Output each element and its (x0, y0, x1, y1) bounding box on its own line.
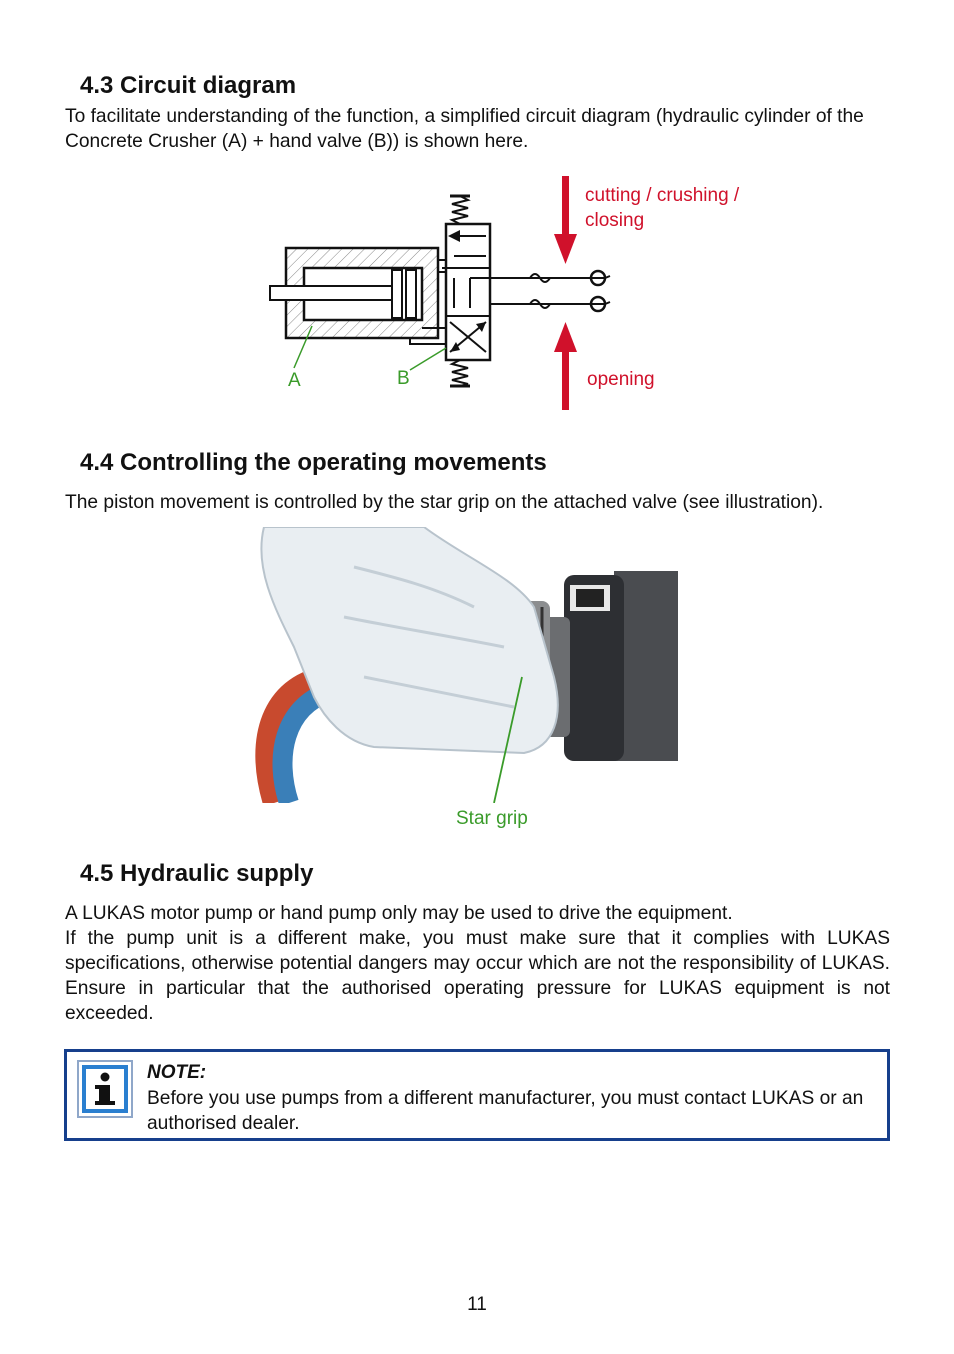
label-b: B (397, 368, 410, 389)
note-title: NOTE: (147, 1062, 207, 1083)
info-icon (77, 1060, 133, 1118)
page-number: 11 (467, 1294, 487, 1315)
leader-line-a (293, 325, 313, 369)
closing-arrow (554, 176, 577, 264)
label-closing: cutting / crushing / closing (585, 185, 740, 231)
leader-line-b (409, 347, 447, 371)
hand-valve (444, 194, 492, 388)
hydraulic-supply-para-1: A LUKAS motor pump or hand pump only may… (65, 903, 733, 924)
note-box: NOTE: Before you use pumps from a differ… (64, 1049, 890, 1141)
label-opening: opening (587, 369, 655, 390)
heading-circuit-diagram: 4.3 Circuit diagram (80, 72, 297, 99)
circuit-diagram (269, 176, 611, 410)
note-text: Before you use pumps from a different ma… (147, 1088, 864, 1134)
heading-controlling-movements: 4.4 Controlling the operating movements (80, 449, 547, 476)
hydraulic-lines (470, 269, 611, 313)
label-star-grip: Star grip (456, 808, 528, 829)
heading-hydraulic-supply: 4.5 Hydraulic supply (80, 860, 314, 887)
opening-arrow (554, 322, 577, 410)
controlling-intro: The piston movement is controlled by the… (65, 492, 824, 513)
hydraulic-cylinder (269, 246, 440, 340)
hydraulic-supply-para-2: If the pump unit is a different make, yo… (65, 928, 890, 1024)
label-a: A (288, 370, 301, 391)
circuit-diagram-intro: To facilitate understanding of the funct… (65, 106, 864, 152)
star-grip-photo (234, 527, 678, 803)
